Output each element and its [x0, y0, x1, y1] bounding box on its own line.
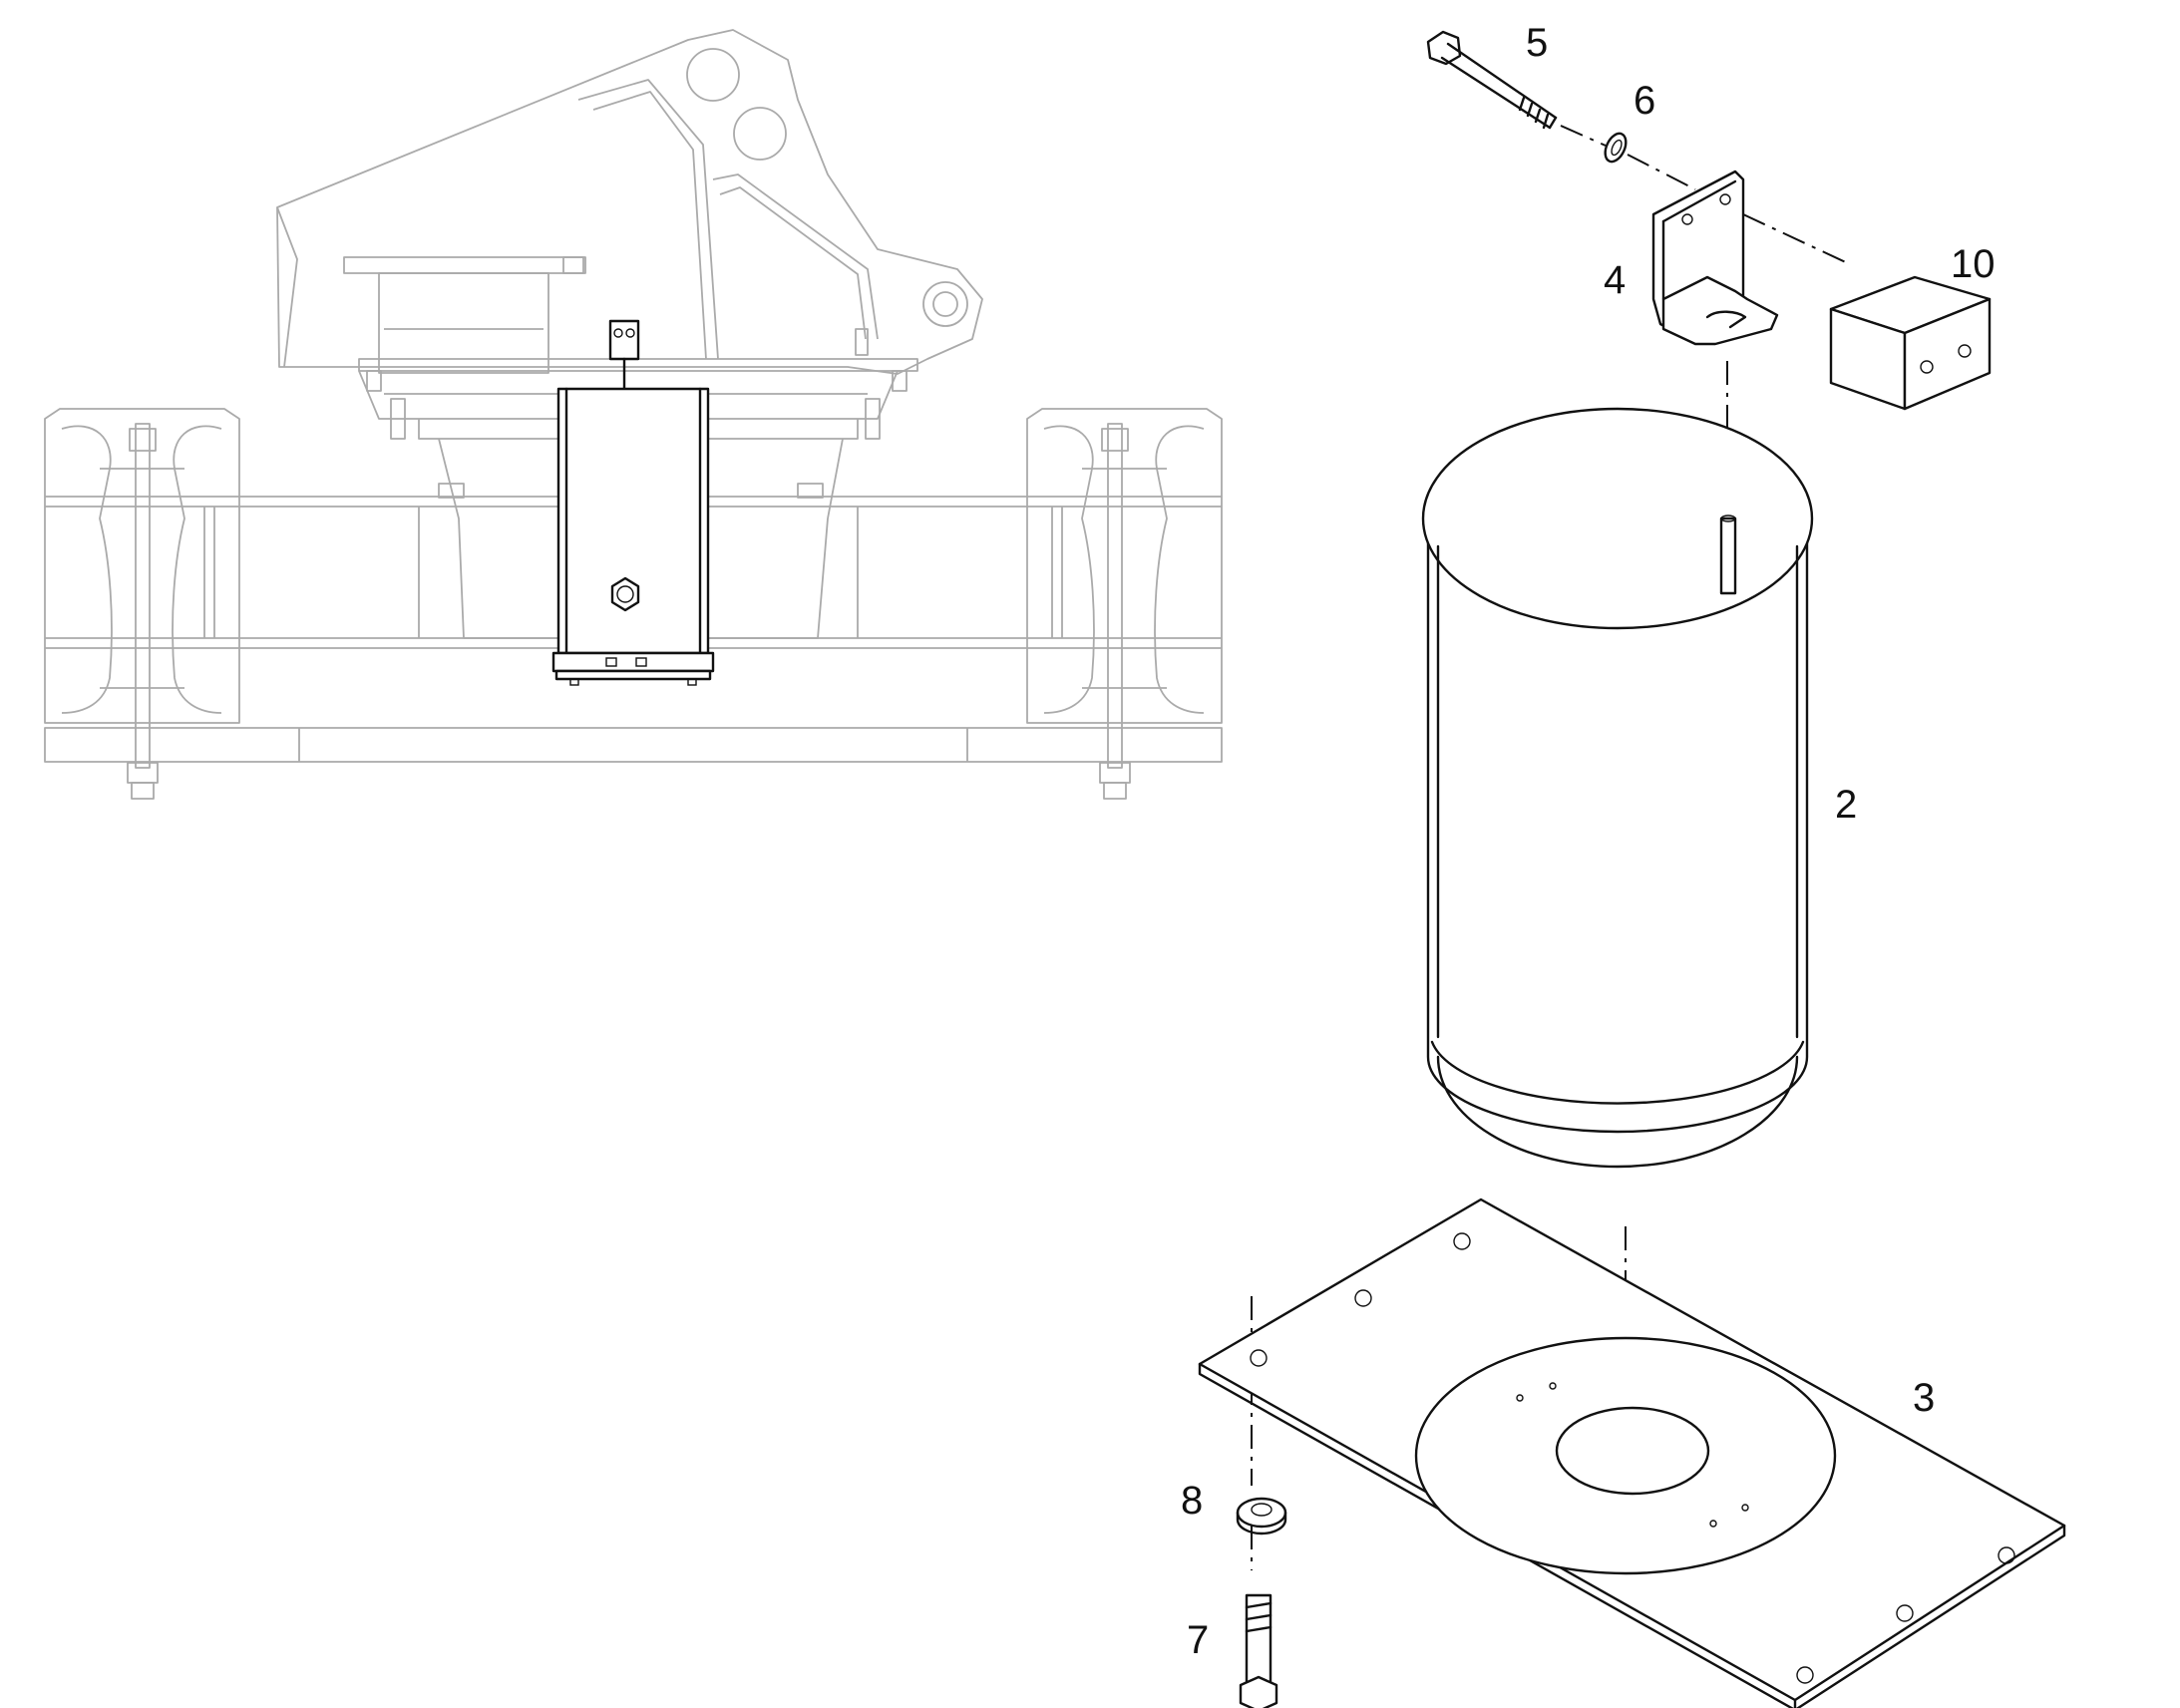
filter-cylinder-part-2[interactable]: [1421, 407, 1814, 1169]
callout-5: 5: [1526, 21, 1548, 65]
callout-10: 10: [1951, 242, 1996, 286]
bolt-part-7[interactable]: [1239, 1593, 1278, 1708]
callout-4: 4: [1604, 258, 1626, 302]
washer-part-6[interactable]: [1602, 131, 1631, 166]
callout-6: 6: [1634, 79, 1655, 123]
bolt-part-5[interactable]: [1426, 30, 1558, 130]
callout-labels: 2 3 4 5 6 7 8 10: [1181, 21, 1996, 1662]
machine-context-view: [44, 29, 1223, 800]
bracket-part-4[interactable]: [1651, 170, 1779, 346]
callout-8: 8: [1181, 1479, 1203, 1523]
callout-3: 3: [1913, 1376, 1935, 1420]
block-part-10[interactable]: [1829, 275, 1992, 411]
washer-part-8[interactable]: [1236, 1497, 1287, 1536]
callout-7: 7: [1187, 1618, 1209, 1662]
callout-2: 2: [1835, 783, 1857, 827]
base-plate-part-3[interactable]: [1198, 1197, 2066, 1708]
